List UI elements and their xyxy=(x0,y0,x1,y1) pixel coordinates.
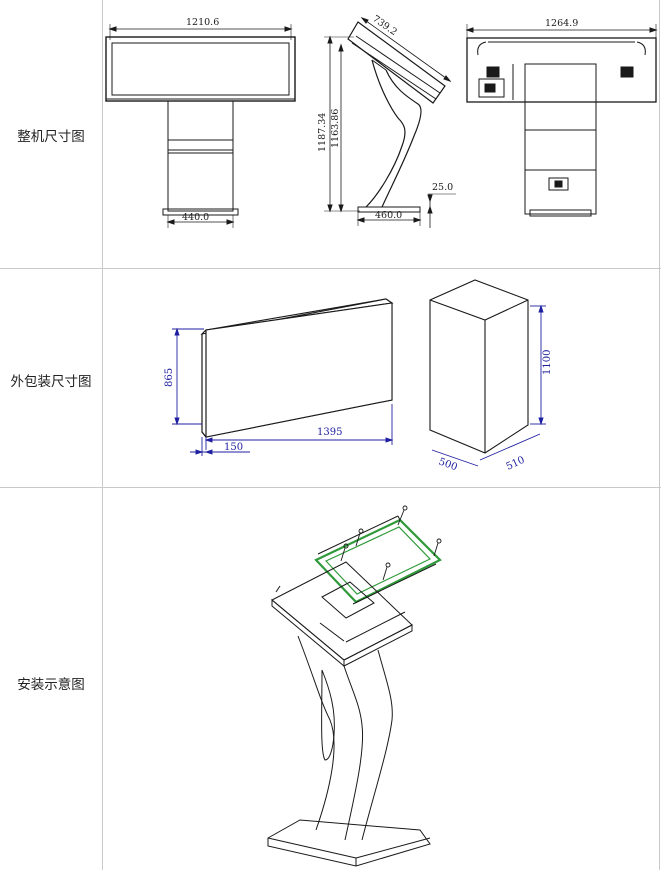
installation-diagram xyxy=(267,505,442,867)
side-offset-label: 25.0 xyxy=(432,182,453,193)
side-height-total-label: 1187.34 xyxy=(317,113,328,152)
column-divider xyxy=(102,0,103,870)
side-height-inner-label: 1163.86 xyxy=(330,109,341,148)
base-plate xyxy=(267,819,431,867)
side-base-label: 460.0 xyxy=(375,210,402,221)
box1-height-label: 865 xyxy=(164,368,175,387)
front-base-label: 440.0 xyxy=(182,212,209,223)
box1-depth-label: 150 xyxy=(224,442,243,453)
row-label-installation-diagram: 安装示意图 xyxy=(17,677,85,693)
row-divider xyxy=(0,487,661,488)
tall-box xyxy=(429,279,529,454)
back-view xyxy=(465,24,658,217)
box2-height-label: 1100 xyxy=(542,350,553,375)
back-width-label: 1264.9 xyxy=(545,18,578,29)
row-label-machine-dimensions: 整机尺寸图 xyxy=(17,129,85,145)
box2-depth-label: 500 xyxy=(437,456,459,473)
front-width-label: 1210.6 xyxy=(186,17,219,28)
row-divider xyxy=(0,268,661,269)
stand-plate xyxy=(271,561,413,668)
stand-body xyxy=(297,635,393,841)
mounting-frame xyxy=(314,515,442,605)
package-dimension-drawing: 865 1395 150 1100 500 510 xyxy=(164,279,553,473)
table-right-border xyxy=(659,0,660,870)
box2-width-label: 510 xyxy=(505,455,527,473)
screws xyxy=(340,505,442,581)
machine-dimension-drawing: 1210.6 440.0 739.2 1187.34 1163.86 25.0 … xyxy=(105,13,658,228)
flat-box xyxy=(200,298,394,438)
row-label-package-dimensions: 外包装尺寸图 xyxy=(10,374,92,390)
front-view xyxy=(105,24,296,228)
side-view xyxy=(324,16,456,228)
box1-length-label: 1395 xyxy=(317,427,342,438)
